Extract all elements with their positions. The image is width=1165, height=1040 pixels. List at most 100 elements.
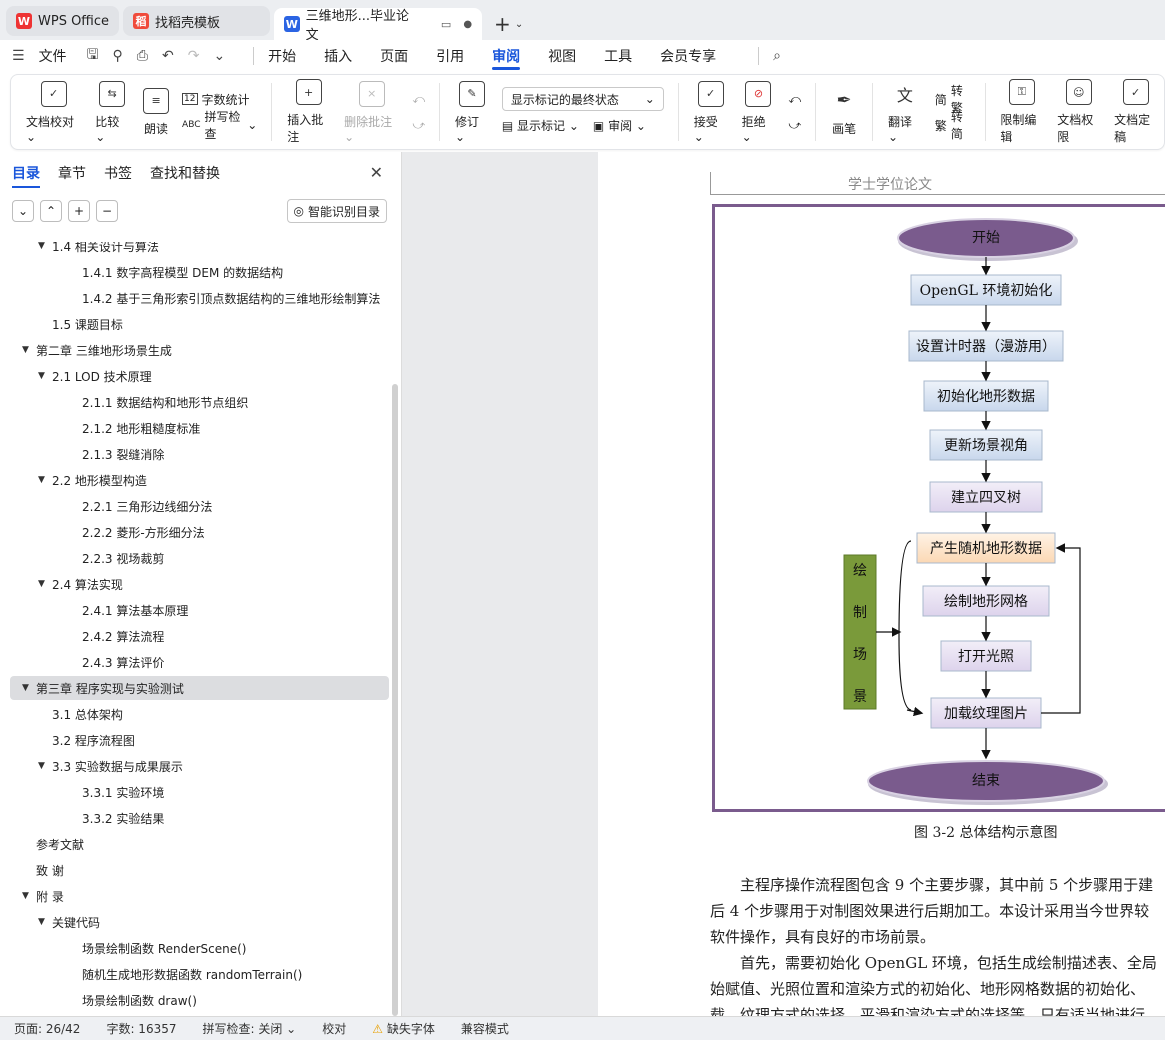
toc-item[interactable]: ▼2.4 算法实现 xyxy=(10,572,389,596)
toc-item[interactable]: 1.4.2 基于三角形索引顶点数据结构的三维地形绘制算法 xyxy=(10,286,389,310)
display-state-select[interactable]: 显示标记的最终状态⌄ xyxy=(501,87,664,111)
tab-toc[interactable]: 目录 xyxy=(12,152,40,194)
print-preview-icon[interactable]: ⎙ xyxy=(136,48,148,64)
toc-item[interactable]: 2.4.1 算法基本原理 xyxy=(10,598,389,622)
toc-item[interactable]: 2.4.2 算法流程 xyxy=(10,624,389,648)
toc-item[interactable]: 2.2.3 视场裁剪 xyxy=(10,546,389,570)
save-icon[interactable]: 🖫 xyxy=(86,47,99,63)
prev-change-icon[interactable]: ⤺ xyxy=(788,91,802,106)
revise-button[interactable]: ✎修订 ⌄ xyxy=(455,80,489,144)
menu-view[interactable]: 视图 xyxy=(548,49,577,65)
toc-item[interactable]: 致 谢 xyxy=(10,858,389,882)
page-indicator[interactable]: 页面: 26/42 xyxy=(14,1022,81,1036)
redo-icon[interactable]: ↷ xyxy=(187,48,200,64)
collapse-button[interactable]: ⌄ xyxy=(12,200,34,222)
hamburger-icon[interactable]: ☰ xyxy=(12,48,25,64)
tab-find-replace[interactable]: 查找和替换 xyxy=(150,166,220,182)
tab-chapters[interactable]: 章节 xyxy=(58,166,86,182)
toc-item[interactable]: 参考文献 xyxy=(10,832,389,856)
toc-item[interactable]: 3.3.1 实验环境 xyxy=(10,780,389,804)
share-icon[interactable]: ⚲ xyxy=(112,48,123,64)
more-chevron-icon[interactable]: ⌄ xyxy=(213,48,226,64)
expand-arrow-icon[interactable]: ▼ xyxy=(38,242,45,251)
smart-toc-button[interactable]: ◎智能识别目录 xyxy=(286,199,387,223)
toc-item[interactable]: 场景绘制函数 draw() xyxy=(10,988,389,1012)
toc-item[interactable]: 2.1.1 数据结构和地形节点组织 xyxy=(10,390,389,414)
toc-item[interactable]: 场景绘制函数 RenderScene() xyxy=(10,936,389,960)
next-change-icon[interactable]: ⤻ xyxy=(788,117,802,132)
toc-item[interactable]: ▼第三章 程序实现与实验测试 xyxy=(10,676,389,700)
tab-template[interactable]: 稻 找稻壳模板 xyxy=(123,6,271,36)
word-count[interactable]: 字数: 16357 xyxy=(106,1022,177,1036)
undo-icon[interactable]: ↶ xyxy=(161,48,174,64)
doc-check-button[interactable]: ✓文档校对 ⌄ xyxy=(26,80,81,144)
reject-button[interactable]: ⊘拒绝 ⌄ xyxy=(742,80,776,144)
delete-comment-button[interactable]: ×删除批注 ⌄ xyxy=(344,80,399,144)
tab-wps-office[interactable]: W WPS Office xyxy=(6,6,120,36)
toc-item[interactable]: 2.1.2 地形粗糙度标准 xyxy=(10,416,389,440)
next-comment-icon[interactable]: ⤻ xyxy=(412,117,426,132)
tab-document[interactable]: W 三维地形...毕业论文 ▭ ● xyxy=(274,8,483,43)
compare-button[interactable]: ⇆比较 ⌄ xyxy=(95,80,129,144)
add-heading-button[interactable]: + xyxy=(68,200,90,222)
chevron-down-icon[interactable]: ⌄ xyxy=(514,18,524,30)
screen-icon[interactable]: ▭ xyxy=(440,17,452,31)
close-icon[interactable]: ✕ xyxy=(369,163,383,182)
doc-final-button[interactable]: ✓文档定稿 xyxy=(1114,79,1157,145)
menu-home[interactable]: 开始 xyxy=(268,49,297,65)
expand-arrow-icon[interactable]: ▼ xyxy=(22,683,29,693)
toc-item[interactable]: 随机生成地形数据函数 randomTerrain() xyxy=(10,962,389,986)
toc-item[interactable]: ▼附 录 xyxy=(10,884,389,908)
expand-arrow-icon[interactable]: ▼ xyxy=(22,345,29,355)
toc-item[interactable]: ▼第二章 三维地形场景生成 xyxy=(10,338,389,362)
restrict-edit-button[interactable]: ⚿限制编辑 xyxy=(1000,79,1043,145)
toc-item[interactable]: 3.1 总体架构 xyxy=(10,702,389,726)
proof-status[interactable]: 校对 xyxy=(322,1022,347,1036)
insert-comment-button[interactable]: +插入批注 xyxy=(287,79,330,145)
prev-comment-icon[interactable]: ⤺ xyxy=(412,91,426,106)
expand-arrow-icon[interactable]: ▼ xyxy=(38,761,45,771)
toc-item[interactable]: ▼1.4 相关设计与算法 xyxy=(10,242,389,258)
remove-heading-button[interactable]: − xyxy=(96,200,118,222)
menu-member[interactable]: 会员专享 xyxy=(660,49,717,65)
show-markup-button[interactable]: ▤ 显示标记 ⌄ xyxy=(501,118,579,133)
read-aloud-button[interactable]: ≡朗读 xyxy=(143,87,170,137)
toc-item[interactable]: 1.4.1 数字高程模型 DEM 的数据结构 xyxy=(10,260,389,284)
toc-item[interactable]: 2.2.2 菱形-方形细分法 xyxy=(10,520,389,544)
to-traditional-button[interactable]: 简转繁 xyxy=(935,84,971,115)
to-simplified-button[interactable]: 繁转简 xyxy=(935,110,971,141)
expand-arrow-icon[interactable]: ▼ xyxy=(38,475,45,485)
new-tab-button[interactable]: + ⌄ xyxy=(494,12,524,36)
expand-button[interactable]: ⌃ xyxy=(40,200,62,222)
menu-reference[interactable]: 引用 xyxy=(436,49,465,65)
toc-item[interactable]: ▼2.1 LOD 技术原理 xyxy=(10,364,389,388)
translate-button[interactable]: 文翻译 ⌄ xyxy=(888,81,922,144)
toc-item[interactable]: 1.5 课题目标 xyxy=(10,312,389,336)
file-menu[interactable]: 文件 xyxy=(38,49,67,65)
expand-arrow-icon[interactable]: ▼ xyxy=(38,371,45,381)
tab-bookmarks[interactable]: 书签 xyxy=(104,166,132,182)
accept-button[interactable]: ✓接受 ⌄ xyxy=(694,80,728,144)
brush-button[interactable]: ✒画笔 xyxy=(831,88,857,137)
toc-item[interactable]: ▼2.2 地形模型构造 xyxy=(10,468,389,492)
menu-review[interactable]: 审阅 xyxy=(492,40,521,72)
doc-permission-button[interactable]: ☺文档权限 xyxy=(1057,79,1100,145)
review-pane-button[interactable]: ▣ 审阅 ⌄ xyxy=(592,118,646,133)
toc-item[interactable]: 3.2 程序流程图 xyxy=(10,728,389,752)
spell-check-status[interactable]: 拼写检查: 关闭 ⌄ xyxy=(202,1022,297,1036)
toc-item[interactable]: 2.2.1 三角形边线细分法 xyxy=(10,494,389,518)
expand-arrow-icon[interactable]: ▼ xyxy=(38,917,45,927)
toc-item[interactable]: ▼关键代码 xyxy=(10,910,389,934)
toc-item[interactable]: ▼3.3 实验数据与成果展示 xyxy=(10,754,389,778)
menu-tools[interactable]: 工具 xyxy=(604,49,633,65)
menu-insert[interactable]: 插入 xyxy=(324,49,353,65)
expand-arrow-icon[interactable]: ▼ xyxy=(38,579,45,589)
missing-font-status[interactable]: ⚠ 缺失字体 xyxy=(372,1020,435,1037)
toc-item[interactable]: 3.3.2 实验结果 xyxy=(10,806,389,830)
toc-item[interactable]: 2.4.3 算法评价 xyxy=(10,650,389,674)
menu-page[interactable]: 页面 xyxy=(380,49,409,65)
toc-item[interactable]: 2.1.3 裂缝消除 xyxy=(10,442,389,466)
search-icon[interactable]: ⌕ xyxy=(773,48,782,64)
